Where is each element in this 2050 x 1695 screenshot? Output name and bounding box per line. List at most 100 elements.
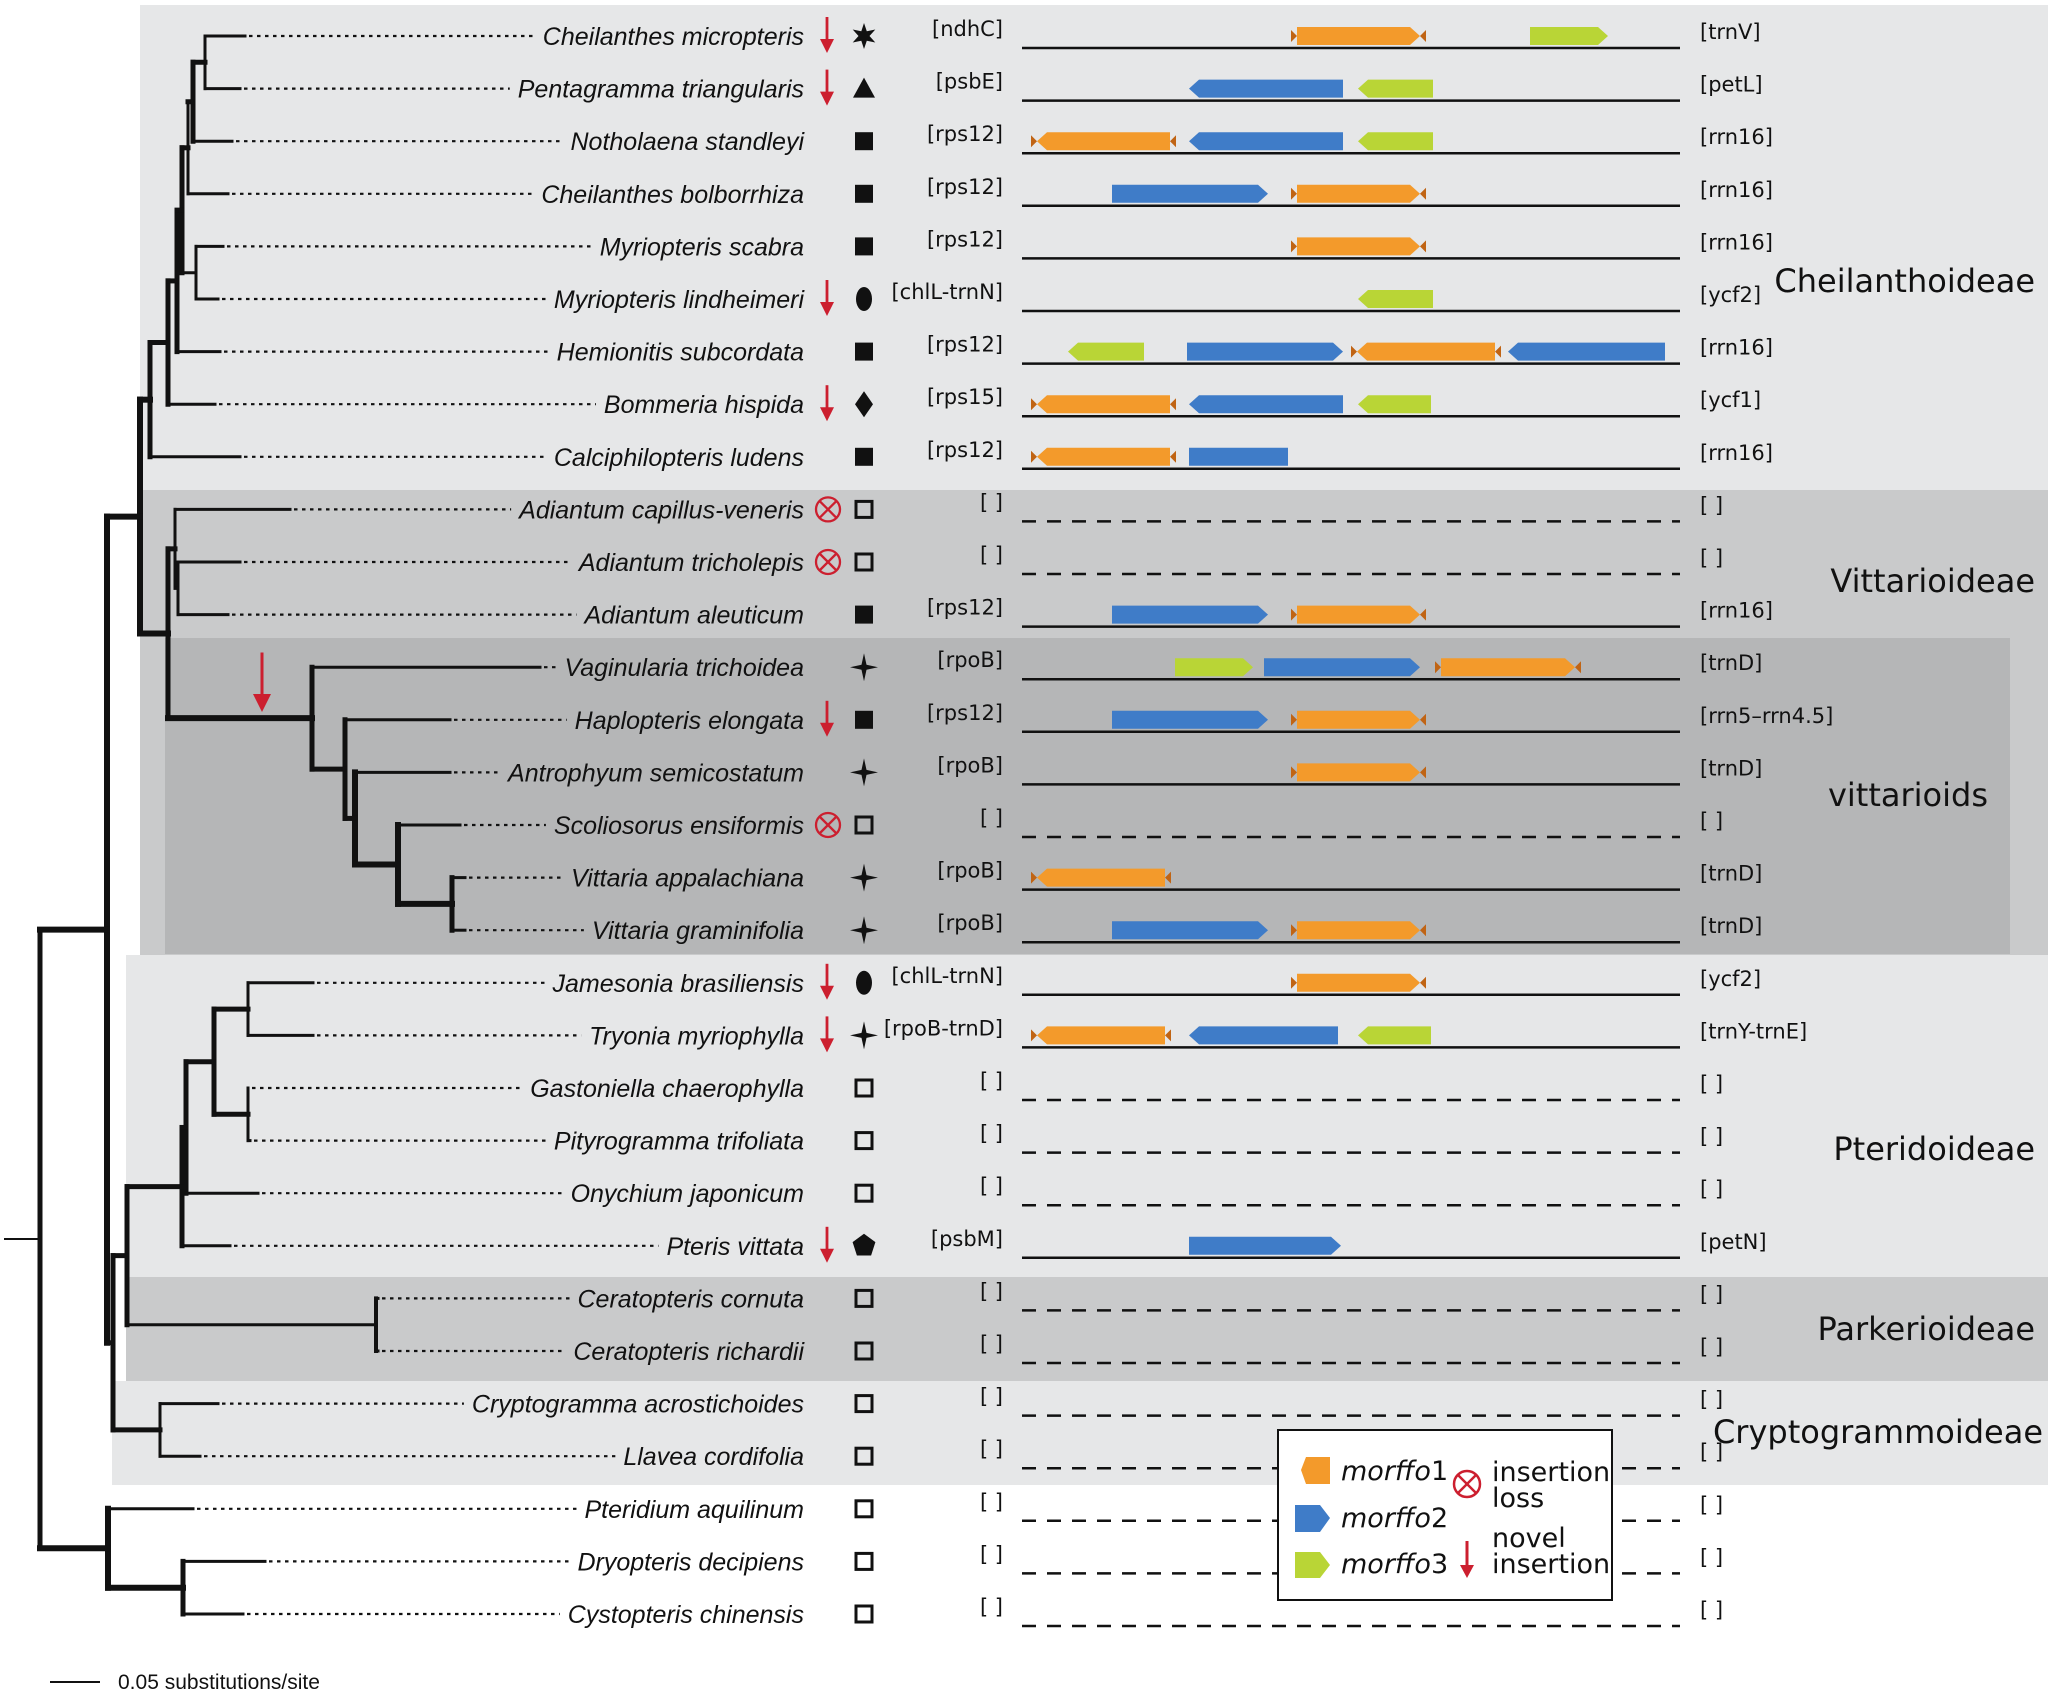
open-shape-icon	[854, 1394, 874, 1414]
morffo1-end-marker	[1031, 1029, 1037, 1042]
morffo2-gene	[1189, 1236, 1341, 1255]
legend-loss-label-2: loss	[1492, 1483, 1544, 1514]
right-flank-label: [ ]	[1700, 1598, 1723, 1622]
legend-loss-icon	[1452, 1469, 1482, 1499]
morffo1-gene	[1037, 447, 1170, 466]
novel-insertion-arrowhead	[820, 1038, 834, 1053]
left-flank-label: [rps12]	[927, 175, 1003, 199]
morffo1-end-marker	[1291, 240, 1297, 253]
morffo1-gene	[1297, 763, 1420, 782]
taxon-row: Myriopteris lindheimeri[chlL-trnN][ycf2]	[222, 280, 1761, 316]
left-flank-label: [chlL-trnN]	[891, 964, 1003, 988]
morffo2-gene	[1189, 1026, 1338, 1045]
scale-bar: 0.05 substitutions/site	[50, 1671, 320, 1694]
left-flank-label: [rps12]	[927, 596, 1003, 620]
taxon-row: Pteris vittata[psbM][petN]	[234, 1226, 1767, 1263]
right-flank-label: [trnD]	[1700, 862, 1762, 886]
left-flank-label: [rps12]	[927, 333, 1003, 357]
left-flank-label: [ ]	[980, 1437, 1003, 1461]
taxon-row: Hemionitis subcordata[rps12][rrn16]	[224, 333, 1773, 367]
clade-label-vittarioideae: Vittarioideae	[1830, 562, 2035, 600]
morffo1-end-marker	[1420, 766, 1426, 779]
right-flank-label: [rrn5–rrn4.5]	[1700, 704, 1833, 728]
right-flank-label: [trnD]	[1700, 756, 1762, 780]
open-shape-icon	[854, 1551, 874, 1571]
taxon-name: Pentagramma triangularis	[518, 76, 804, 104]
open-shape-icon	[854, 499, 874, 519]
insertion-loss-icon	[814, 811, 842, 839]
right-flank-label: [petL]	[1700, 73, 1763, 97]
right-flank-label: [ ]	[1700, 809, 1723, 833]
ellipse-shape-icon	[856, 287, 872, 311]
scale-bar-label: 0.05 substitutions/site	[118, 1671, 320, 1694]
novel-insertion-arrowhead	[820, 302, 834, 316]
left-flank-label: [psbE]	[936, 70, 1003, 94]
taxon-row: Adiantum capillus-veneris[ ][ ]	[294, 490, 1723, 524]
taxon-row: Pentagramma triangularis [psbE] [petL]	[244, 69, 1763, 106]
novel-insertion-arrowhead	[820, 39, 834, 53]
clade-label-vittarioids: vittarioids	[1828, 776, 1988, 814]
taxon-row: Haplopteris elongata[rps12][rrn5–rrn4.5]	[454, 700, 1833, 737]
right-flank-label: [ ]	[1700, 1177, 1723, 1201]
clade-labels: Cheilanthoideae Vittarioideae vittarioid…	[1713, 262, 2043, 1451]
taxon-row: Cheilanthes micropteris[ndhC][trnV]	[249, 17, 1761, 53]
pentagon-shape-icon	[852, 1233, 876, 1256]
right-flank-label: [ ]	[1700, 1440, 1723, 1464]
legend: morffo1 morffo2 morffo3 insertion loss n…	[1277, 1429, 1613, 1601]
legend-morffo1-label: morffo1	[1341, 1456, 1448, 1487]
morffo1-end-marker	[1351, 345, 1357, 358]
taxon-row: Gastoniella chaerophylla[ ][ ]	[252, 1069, 1723, 1103]
morffo1-end-marker	[1420, 240, 1426, 253]
taxon-row: Vaginularia trichoidea[rpoB][trnD]	[544, 648, 1762, 682]
left-flank-label: [rps15]	[927, 385, 1003, 409]
left-flank-label: [rps12]	[927, 701, 1003, 725]
taxon-name: Vittaria appalachiana	[571, 865, 804, 893]
morffo1-gene	[1297, 710, 1420, 729]
star6-shape-icon	[852, 23, 876, 49]
taxon-name: Onychium japonicum	[571, 1180, 804, 1208]
left-flank-label: [rps12]	[927, 227, 1003, 251]
taxon-name: Cheilanthes micropteris	[543, 23, 804, 51]
morffo2-gene	[1112, 605, 1268, 624]
morffo2-gene	[1112, 184, 1268, 203]
right-flank-label: [rrn16]	[1700, 125, 1773, 149]
right-flank-label: [trnV]	[1700, 20, 1761, 44]
legend-novel-arrow-icon	[1460, 1541, 1474, 1578]
morffo1-gene	[1441, 658, 1575, 677]
taxon-name: Calciphilopteris ludens	[554, 444, 804, 472]
taxon-row: Notholaena standleyi[rps12][rrn16]	[236, 122, 1773, 156]
right-flank-label: [ycf1]	[1700, 388, 1761, 412]
right-flank-label: [ ]	[1700, 1072, 1723, 1096]
clade-label-parkerioideae: Parkerioideae	[1817, 1310, 2035, 1348]
morffo1-end-marker	[1031, 398, 1037, 411]
novel-insertion-arrowhead	[820, 985, 834, 1000]
morffo1-end-marker	[1420, 30, 1426, 42]
left-flank-label: [rpoB-trnD]	[884, 1016, 1003, 1040]
morffo1-gene	[1297, 973, 1420, 992]
left-flank-label: [ ]	[980, 1069, 1003, 1093]
morffo2-gene	[1187, 342, 1343, 361]
clade-label-cryptogrammoideae: Cryptogrammoideae	[1713, 1413, 2043, 1451]
taxon-name: Bommeria hispida	[604, 391, 804, 419]
taxon-name: Myriopteris scabra	[600, 233, 804, 261]
morffo1-end-marker	[1291, 766, 1297, 779]
taxon-row: Cystopteris chinensis[ ][ ]	[247, 1595, 1723, 1629]
right-flank-label: [petN]	[1700, 1230, 1767, 1254]
novel-insertion-arrowhead	[253, 694, 271, 712]
star4-shape-icon	[850, 916, 878, 945]
morffo1-end-marker	[1420, 187, 1426, 200]
morffo1-end-marker	[1291, 713, 1297, 726]
open-shape-icon	[854, 1078, 874, 1098]
right-flank-label: [rrn16]	[1700, 441, 1773, 465]
morffo1-gene	[1297, 184, 1420, 203]
morffo1-end-marker	[1435, 661, 1441, 674]
square-shape-icon	[855, 710, 873, 729]
morffo1-end-marker	[1170, 135, 1176, 148]
morffo3-gene	[1175, 658, 1253, 677]
left-flank-label: [rps12]	[927, 438, 1003, 462]
open-shape-icon	[854, 1131, 874, 1151]
morffo1-gene	[1297, 921, 1420, 940]
morffo1-end-marker	[1170, 398, 1176, 411]
star4-shape-icon	[850, 758, 878, 787]
